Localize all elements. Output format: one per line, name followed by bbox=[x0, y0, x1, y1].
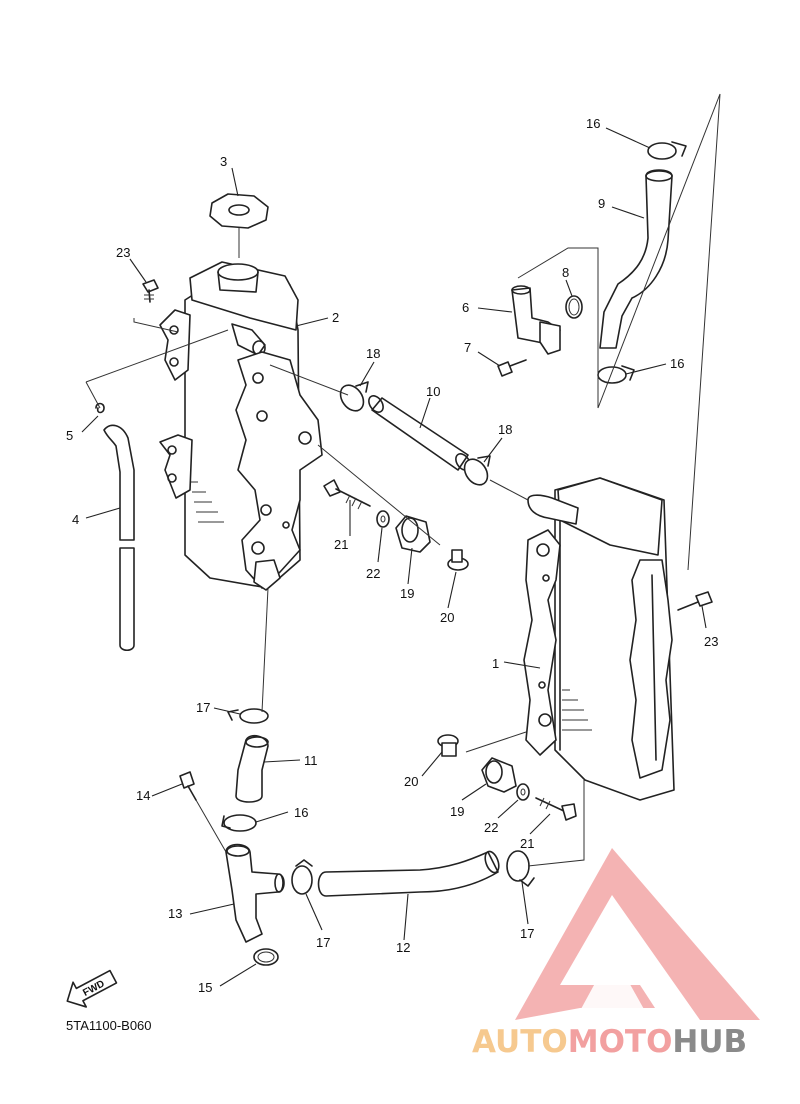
callout-21-upper: 21 bbox=[334, 537, 348, 552]
hose-clamp-18-lower bbox=[463, 455, 491, 486]
washer-22-lower bbox=[516, 783, 530, 801]
callout-12: 12 bbox=[396, 940, 410, 955]
radiator-right bbox=[523, 477, 675, 801]
watermark-auto: AUTO bbox=[472, 1024, 568, 1060]
hose-clamp-16-mid bbox=[597, 365, 635, 384]
callout-19-lower: 19 bbox=[450, 804, 464, 819]
callout-20-lower: 20 bbox=[404, 774, 418, 789]
callout-16-mid: 16 bbox=[670, 356, 684, 371]
callout-15: 15 bbox=[198, 980, 212, 995]
callout-5: 5 bbox=[66, 428, 73, 443]
collar-20-upper bbox=[447, 549, 469, 571]
o-ring-15 bbox=[253, 948, 279, 966]
callout-7: 7 bbox=[464, 340, 471, 355]
callout-22-upper: 22 bbox=[366, 566, 380, 581]
callout-21-lower: 21 bbox=[520, 836, 534, 851]
radiator-hose-9 bbox=[599, 169, 673, 349]
callout-2: 2 bbox=[332, 310, 339, 325]
diagram-code: 5TA1100-B060 bbox=[66, 1018, 152, 1033]
callout-17-upper: 17 bbox=[196, 700, 210, 715]
watermark-triangle bbox=[515, 848, 760, 1020]
hose-clamp-17-upper bbox=[227, 708, 269, 724]
callout-22-lower: 22 bbox=[484, 820, 498, 835]
callout-23-left: 23 bbox=[116, 245, 130, 260]
fwd-arrow: FWD bbox=[66, 969, 118, 1008]
callout-20-upper: 20 bbox=[440, 610, 454, 625]
radiator-cap bbox=[209, 193, 269, 258]
breather-hose-4 bbox=[103, 424, 135, 652]
callout-19-upper: 19 bbox=[400, 586, 414, 601]
bolt-23-left bbox=[142, 279, 159, 303]
hose-clamp-18-upper bbox=[339, 381, 369, 412]
callout-17-right: 17 bbox=[520, 926, 534, 941]
callout-labels: 3 23 2 5 4 18 10 18 21 22 19 20 16 9 8 6… bbox=[66, 116, 718, 995]
pipe-6 bbox=[511, 285, 561, 355]
callout-6: 6 bbox=[462, 300, 469, 315]
callout-16-top: 16 bbox=[586, 116, 600, 131]
hose-clamp-17-right bbox=[506, 850, 535, 887]
radiator-left bbox=[159, 261, 323, 591]
callout-23-right: 23 bbox=[704, 634, 718, 649]
leader-lines bbox=[81, 127, 707, 987]
callout-1: 1 bbox=[492, 656, 499, 671]
hose-clamp-16-lower bbox=[221, 814, 257, 832]
watermark-text: AUTOMOTOHUB bbox=[472, 1024, 747, 1060]
watermark-moto: MOTO bbox=[568, 1024, 673, 1060]
callout-13: 13 bbox=[168, 906, 182, 921]
fwd-label: FWD bbox=[81, 978, 106, 998]
grommet-19-upper bbox=[395, 515, 431, 553]
hose-11 bbox=[235, 734, 269, 803]
bolt-14 bbox=[179, 771, 197, 801]
watermark-hub: HUB bbox=[672, 1024, 747, 1060]
callout-4: 4 bbox=[72, 512, 79, 527]
o-ring-8 bbox=[565, 295, 583, 319]
pipe-13 bbox=[225, 843, 285, 943]
callout-8: 8 bbox=[562, 265, 569, 280]
grommet-19-lower bbox=[481, 757, 517, 793]
callout-11: 11 bbox=[304, 753, 318, 768]
callout-18-lower: 18 bbox=[498, 422, 512, 437]
hose-clamp-16-top bbox=[647, 141, 687, 160]
callout-10: 10 bbox=[426, 384, 440, 399]
bolt-7 bbox=[497, 359, 527, 377]
radiator-hose-12 bbox=[317, 850, 500, 897]
bolt-21-upper bbox=[323, 479, 371, 510]
callout-18-upper: 18 bbox=[366, 346, 380, 361]
assembly-lines bbox=[85, 93, 721, 867]
callout-9: 9 bbox=[598, 196, 605, 211]
bolt-23-right bbox=[677, 591, 713, 611]
callout-14: 14 bbox=[136, 788, 150, 803]
radiator-hose-10 bbox=[368, 395, 471, 471]
bolt-21-lower bbox=[535, 797, 577, 821]
callout-3: 3 bbox=[220, 154, 227, 169]
hose-clamp-17-left bbox=[291, 859, 313, 895]
collar-20-lower bbox=[437, 734, 459, 757]
callout-16-lower: 16 bbox=[294, 805, 308, 820]
watermark-logo bbox=[515, 848, 760, 1020]
callout-17-left: 17 bbox=[316, 935, 330, 950]
washer-22-upper bbox=[376, 510, 390, 528]
